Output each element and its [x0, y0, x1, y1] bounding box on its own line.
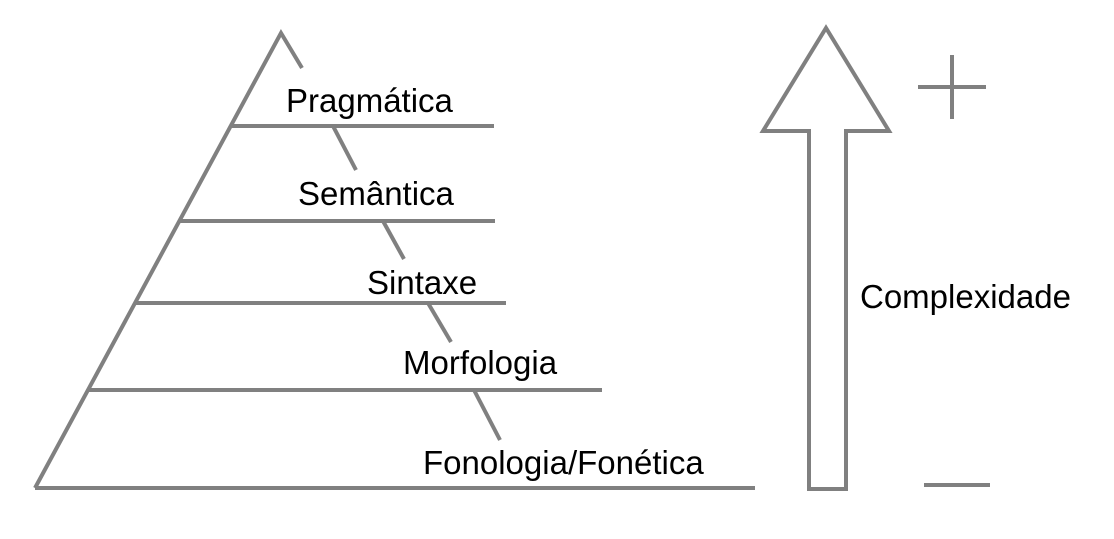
pyramid-left-edge — [33, 28, 304, 489]
layer-label-morfologia: Morfologia — [403, 344, 558, 381]
complexity-axis: Complexidade — [759, 24, 1071, 491]
step-diagonal-4 — [472, 389, 502, 441]
step-diagonal-2 — [381, 220, 406, 260]
axis-label: Complexidade — [860, 278, 1071, 315]
layer-label-semantica: Semântica — [298, 175, 455, 212]
step-diagonal-1 — [331, 125, 358, 171]
up-arrow-icon — [759, 24, 893, 491]
layer-label-fonologia: Fonologia/Fonética — [423, 444, 704, 481]
pyramid: Pragmática Semântica Sintaxe Morfologia … — [33, 28, 755, 490]
layer-label-pragmatica: Pragmática — [286, 82, 454, 119]
layer-label-sintaxe: Sintaxe — [367, 264, 477, 301]
plus-sign-icon — [918, 55, 986, 119]
step-diagonal-3 — [426, 301, 453, 344]
